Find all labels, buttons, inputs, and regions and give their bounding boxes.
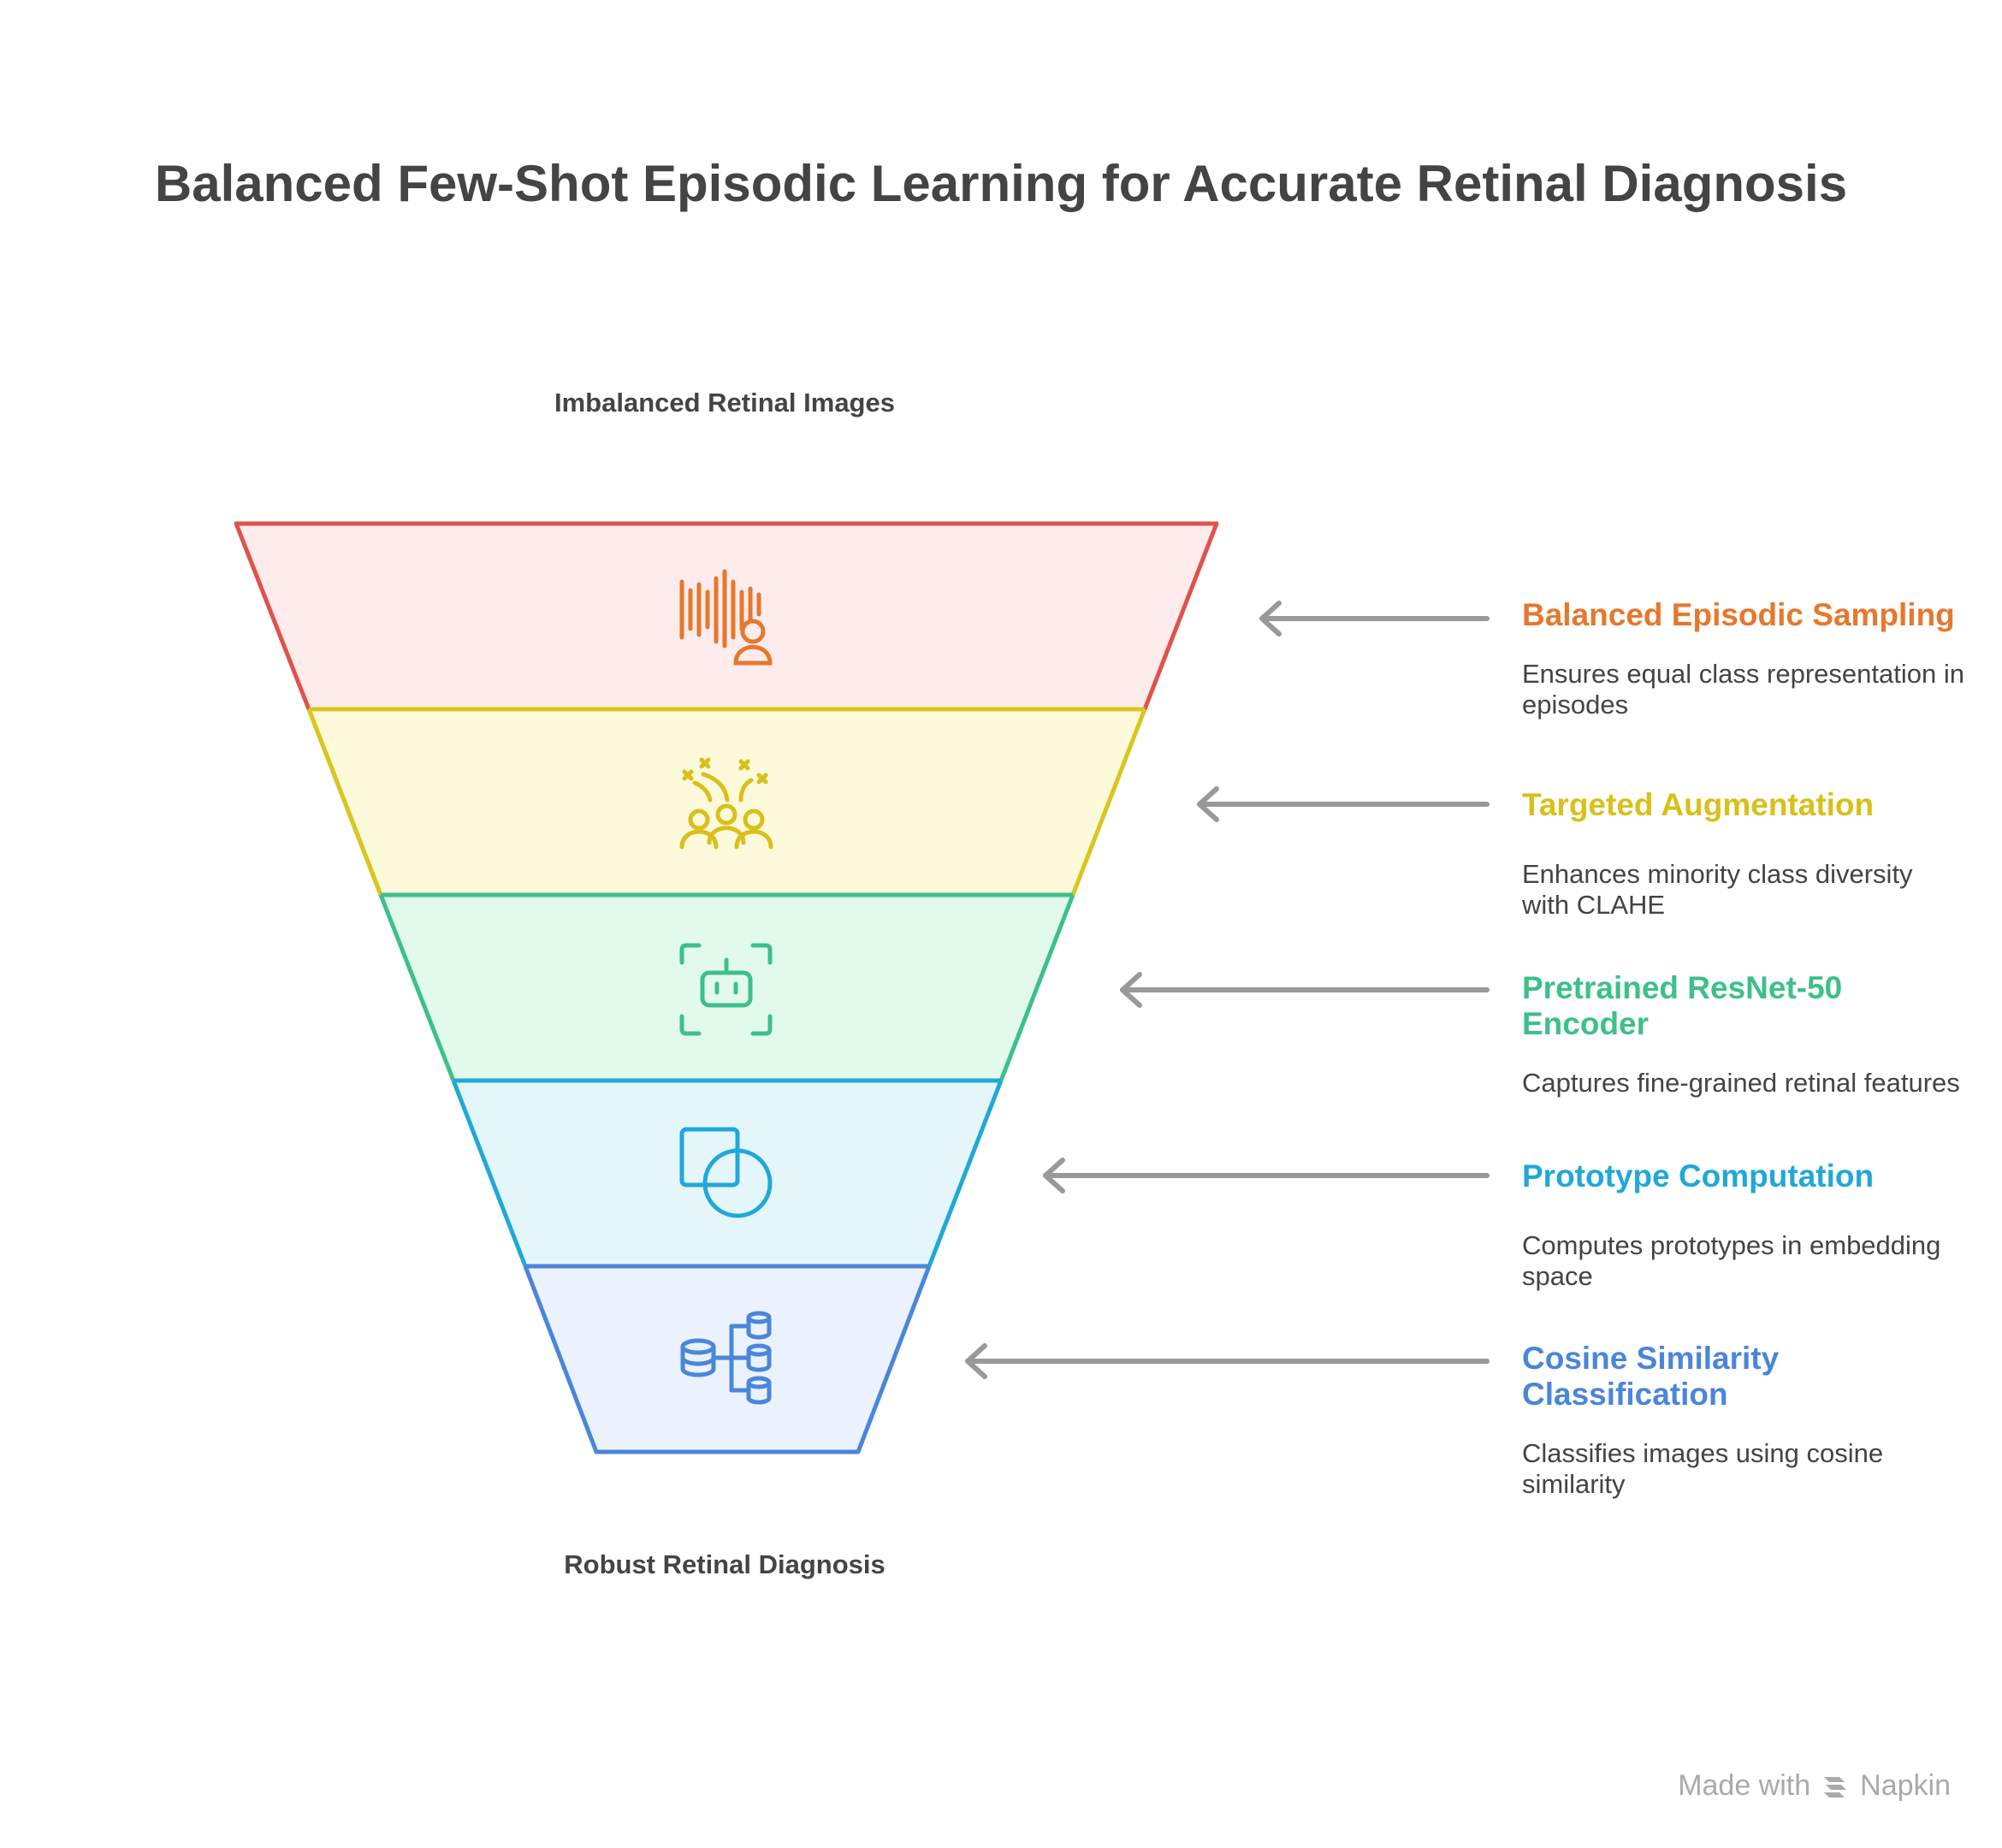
funnel-outline-4	[451, 1078, 1004, 1267]
made-with-text: Made with	[1678, 1769, 1811, 1802]
stage-2-title: Targeted Augmentation	[1522, 787, 1875, 822]
funnel-outline-2b	[306, 707, 1147, 896]
funnel-band-4	[453, 1081, 1001, 1266]
arrow-stage-4	[1043, 1158, 1490, 1194]
database-network-icon	[680, 1311, 772, 1405]
stage-1-annotation: Balanced Episodic Sampling Ensures equal…	[1522, 597, 1967, 720]
funnel-bottom-label: Robust Retinal Diagnosis	[564, 1549, 886, 1579]
stage-4-title: Prototype Computation	[1522, 1158, 1875, 1194]
stage-2-annotation: Targeted Augmentation Enhances minority …	[1522, 787, 1967, 921]
arrow-stage-2	[1197, 786, 1490, 822]
arrow-stage-1	[1259, 601, 1490, 637]
funnel-top-label: Imbalanced Retinal Images	[554, 388, 895, 418]
funnel-outline-5	[523, 1264, 932, 1454]
stage-3-description: Captures fine-grained retinal features	[1522, 1068, 1960, 1098]
group-celebration-icon	[679, 757, 773, 850]
stage-4-annotation: Prototype Computation Computes prototype…	[1522, 1158, 1967, 1292]
stage-1-description: Ensures equal class representation in ep…	[1522, 659, 1964, 720]
robot-scan-icon	[679, 943, 773, 1036]
stage-3-annotation: Pretrained ResNet-50 Encoder Captures fi…	[1522, 970, 1967, 1099]
napkin-brand-text: Napkin	[1860, 1769, 1951, 1802]
napkin-logo-icon	[1824, 1776, 1847, 1798]
stage-5-annotation: Cosine Similarity Classification Classif…	[1522, 1341, 1967, 1500]
funnel-outline-3	[378, 892, 1075, 1081]
stage-5-description: Classifies images using cosine similarit…	[1522, 1438, 1884, 1499]
square-circle-shapes-icon	[679, 1127, 773, 1218]
stage-2-description: Enhances minority class diversity with C…	[1522, 859, 1913, 920]
audio-wave-person-icon	[679, 569, 773, 666]
diagram-title: Balanced Few-Shot Episodic Learning for …	[154, 155, 1848, 212]
stage-3-title: Pretrained ResNet-50 Encoder	[1522, 970, 1843, 1041]
made-with-footer: Made with Napkin	[1678, 1769, 1951, 1803]
stage-1-title: Balanced Episodic Sampling	[1522, 597, 1955, 632]
arrow-stage-5	[965, 1343, 1490, 1379]
funnel-outline-1	[234, 521, 1219, 710]
funnel-band-3	[381, 895, 1073, 1081]
stage-4-description: Computes prototypes in embedding space	[1522, 1230, 1941, 1291]
funnel-band-2	[309, 709, 1145, 895]
stage-5-title: Cosine Similarity Classification	[1522, 1341, 1780, 1412]
arrow-stage-3	[1120, 972, 1490, 1008]
